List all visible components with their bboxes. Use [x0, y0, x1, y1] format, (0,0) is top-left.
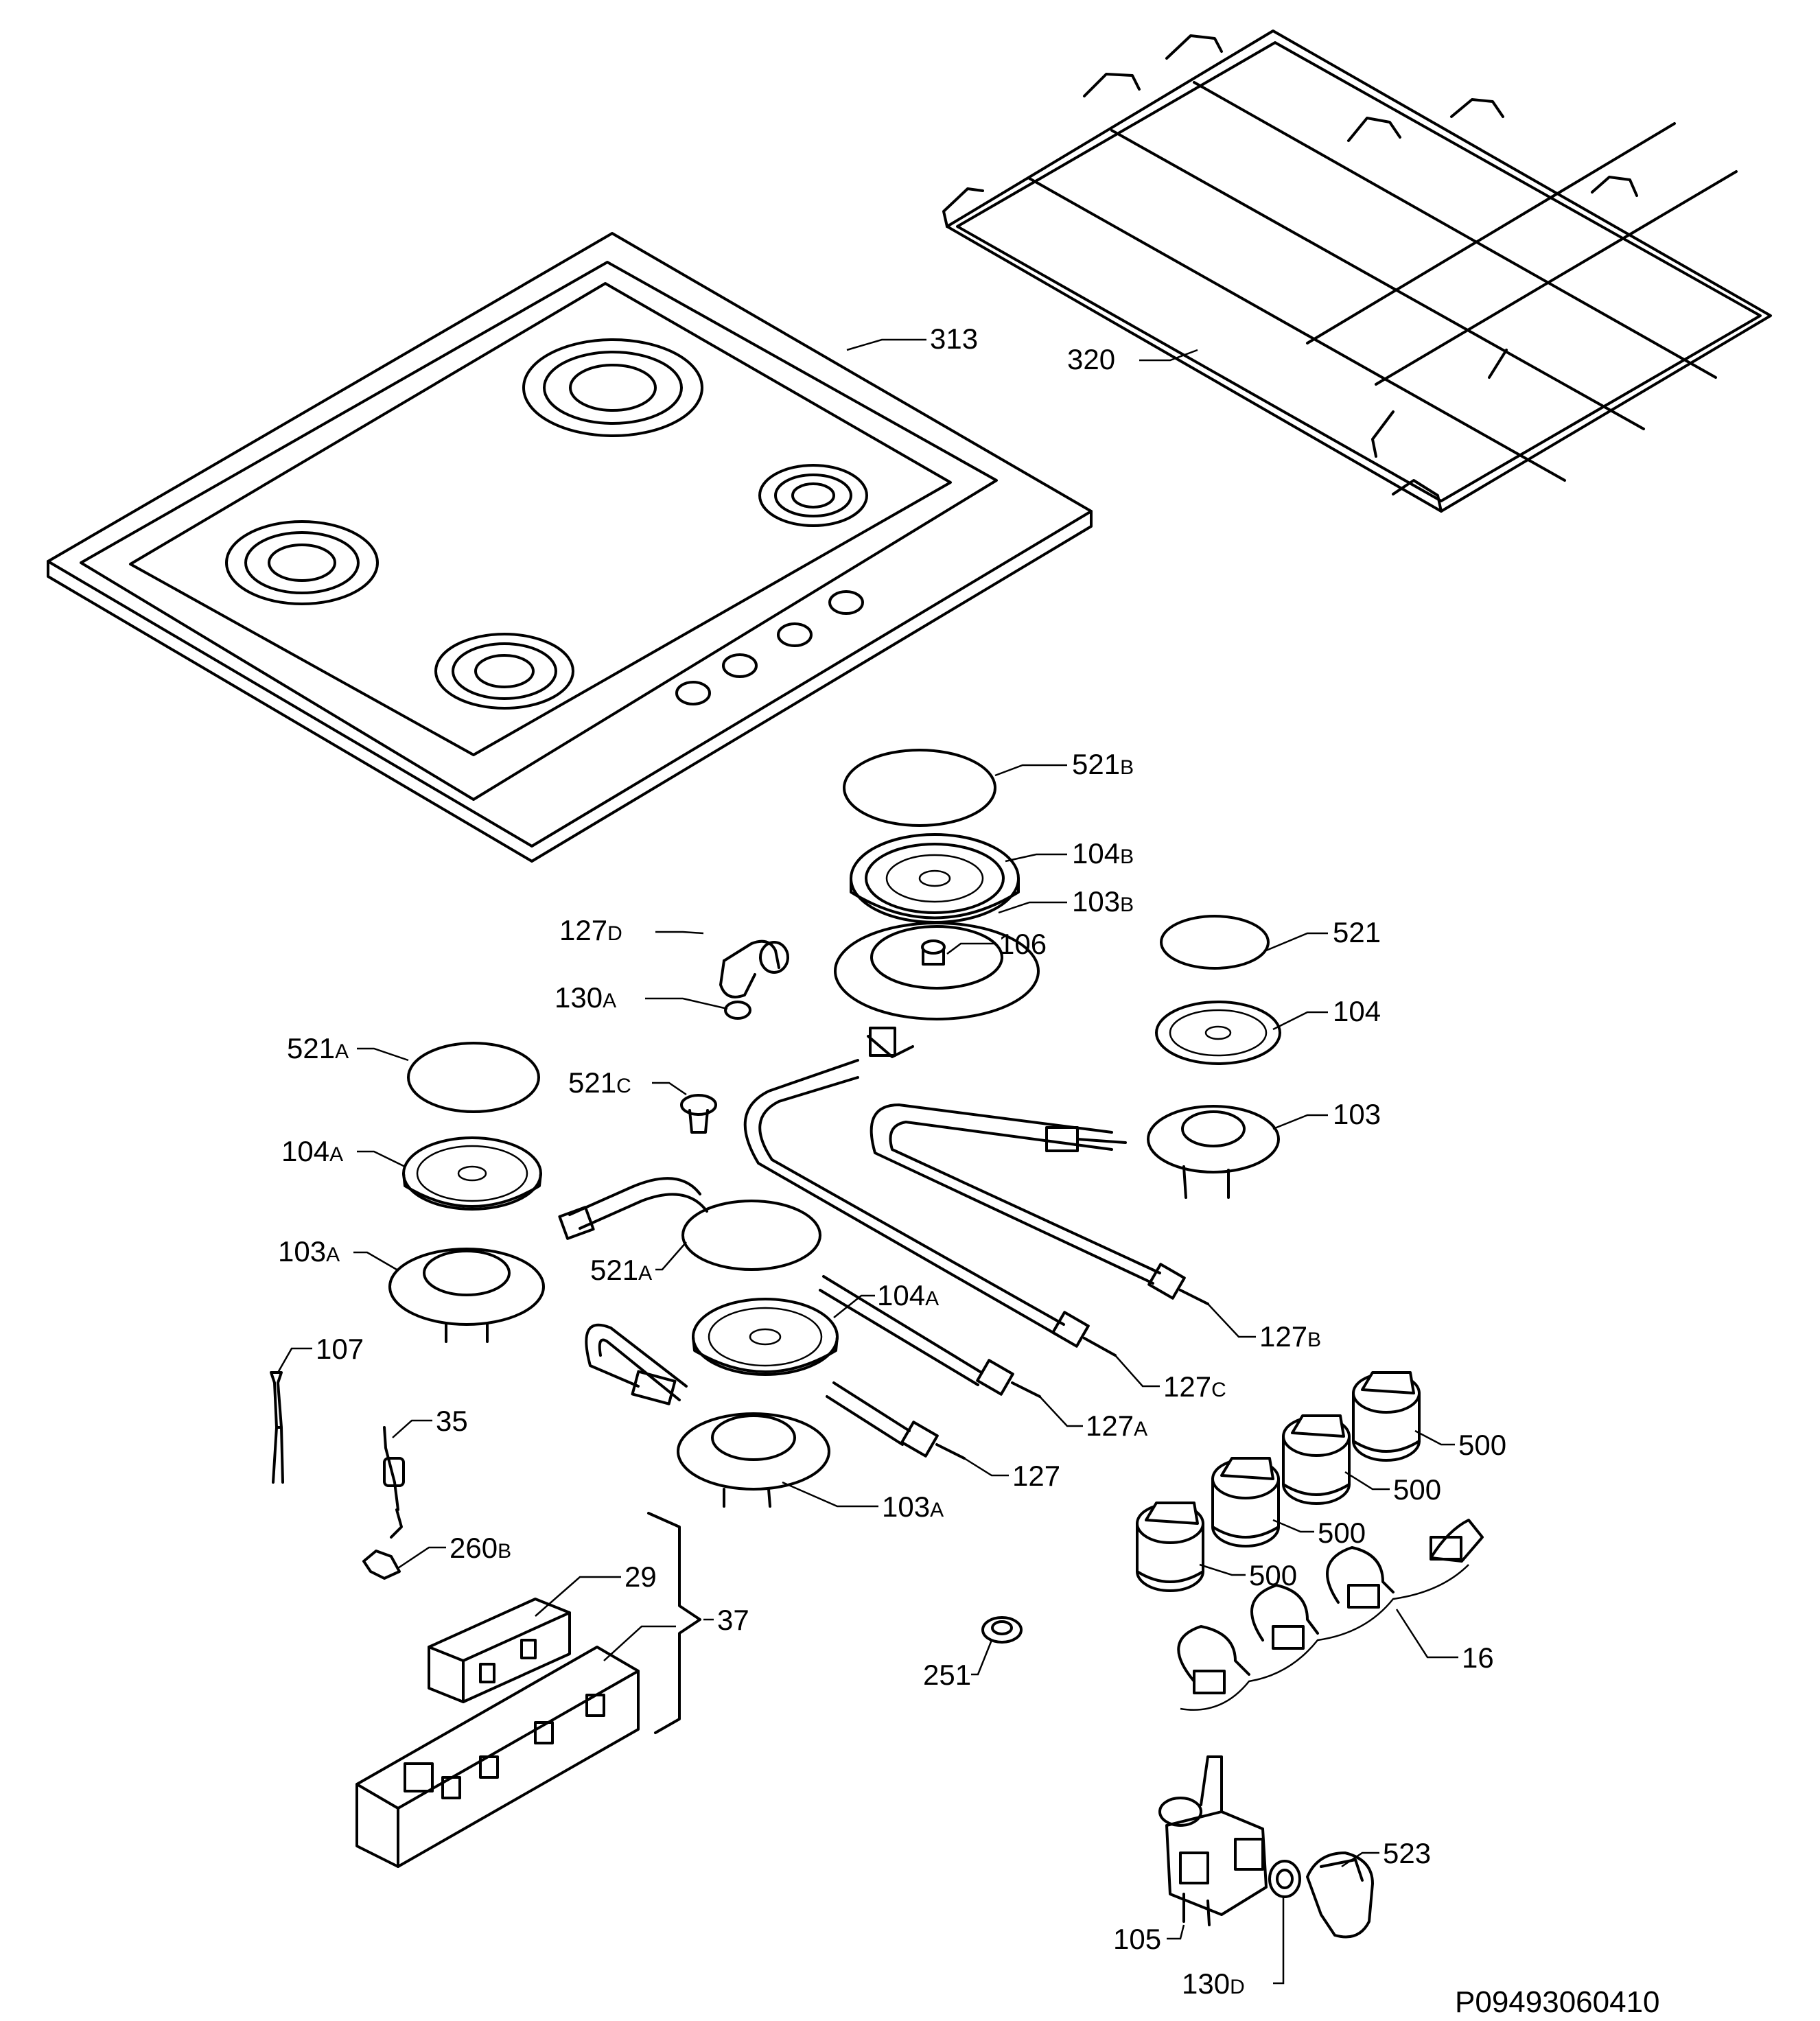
ignition-generator-lower[interactable] [355, 1646, 640, 1868]
control-knob-3[interactable] [1211, 1457, 1280, 1547]
label-104A-front: 104A [877, 1279, 939, 1311]
burner-base-medium-left[interactable] [388, 1248, 545, 1343]
label-130A: 130A [555, 981, 616, 1014]
hob-burner-ring-large [522, 338, 703, 437]
part-labels: 313 320 521B 104B 103B 106 127D 130A 521… [278, 323, 1660, 2019]
hob-top-plate[interactable] [47, 232, 1093, 863]
label-500-4: 500 [1249, 1559, 1297, 1591]
locating-pin[interactable] [680, 1094, 717, 1134]
group-bracket-37 [647, 1512, 701, 1734]
leader-lines [277, 338, 1458, 1985]
retaining-clip[interactable] [1306, 1851, 1374, 1939]
label-107: 107 [316, 1333, 364, 1365]
label-37: 37 [717, 1604, 749, 1636]
label-103B: 103B [1072, 885, 1134, 918]
spring-clip[interactable] [362, 1550, 401, 1580]
gas-pipe-127B[interactable] [870, 1103, 1209, 1305]
label-16: 16 [1462, 1642, 1494, 1674]
hob-burner-ring-right [758, 464, 868, 527]
label-313: 313 [930, 323, 978, 355]
label-103: 103 [1333, 1098, 1381, 1130]
label-521: 521 [1333, 916, 1381, 948]
label-521A-left: 521A [287, 1032, 349, 1064]
pan-support-grid[interactable] [942, 30, 1772, 513]
label-104: 104 [1333, 995, 1381, 1027]
burner-crown-small[interactable] [1155, 1001, 1281, 1065]
label-104B: 104B [1072, 837, 1134, 869]
washer-tap[interactable] [1268, 1860, 1301, 1898]
burner-crown-large[interactable] [850, 833, 1020, 924]
gas-pipe-127A[interactable] [558, 1177, 1041, 1398]
control-knob-holes [675, 590, 864, 705]
label-127A: 127A [1086, 1410, 1147, 1442]
label-106: 106 [999, 928, 1047, 960]
control-knob-4[interactable] [1136, 1502, 1204, 1592]
gas-tap-valve[interactable] [1158, 1755, 1268, 1926]
ignition-generator-upper[interactable] [428, 1598, 571, 1703]
gas-pipe-127C[interactable] [743, 1059, 1117, 1357]
elbow-connector[interactable] [719, 939, 789, 998]
burner-base-medium-front[interactable] [677, 1412, 830, 1508]
label-521A-front: 521A [590, 1254, 652, 1286]
label-127: 127 [1012, 1460, 1060, 1492]
burner-base-small[interactable] [1147, 1105, 1280, 1199]
burner-cap-small[interactable] [1160, 915, 1270, 970]
label-251: 251 [923, 1659, 971, 1691]
label-105: 105 [1113, 1923, 1161, 1955]
hob-burner-ring-front [434, 633, 574, 710]
label-103A-front: 103A [882, 1491, 944, 1523]
injector-large[interactable] [921, 939, 946, 966]
burner-crown-medium-left[interactable] [402, 1136, 542, 1211]
washer-elbow[interactable] [724, 1001, 751, 1020]
label-127C: 127C [1163, 1370, 1226, 1403]
burner-cap-medium-left[interactable] [407, 1042, 540, 1113]
control-knob-2[interactable] [1282, 1414, 1351, 1505]
burner-base-large[interactable] [834, 922, 1040, 1058]
label-103A-left: 103A [278, 1235, 340, 1267]
burner-crown-medium-front[interactable] [692, 1298, 839, 1376]
label-500-2: 500 [1393, 1473, 1441, 1506]
burner-cap-medium-front[interactable] [681, 1200, 821, 1271]
gas-pipe-127[interactable] [585, 1323, 966, 1460]
label-523: 523 [1383, 1837, 1431, 1869]
label-320: 320 [1067, 343, 1115, 375]
label-521C: 521C [568, 1066, 631, 1099]
ignition-switch-harness[interactable] [1177, 1519, 1484, 1711]
label-35: 35 [436, 1405, 468, 1437]
drawing-code: P09493060410 [1455, 1985, 1660, 2019]
label-500-1: 500 [1458, 1429, 1506, 1461]
hob-burner-ring-left [225, 520, 379, 605]
thermocouple[interactable] [270, 1371, 284, 1484]
control-knob-1[interactable] [1352, 1371, 1421, 1462]
label-500-3: 500 [1318, 1517, 1366, 1549]
label-104A-left: 104A [281, 1135, 343, 1167]
label-127D: 127D [559, 914, 622, 946]
label-260B: 260B [450, 1532, 511, 1564]
ignition-electrode[interactable] [383, 1426, 405, 1539]
washer-251[interactable] [981, 1616, 1023, 1644]
label-521B: 521B [1072, 748, 1134, 780]
label-130D: 130D [1182, 1967, 1245, 2000]
burner-cap-large[interactable] [843, 749, 996, 827]
label-29: 29 [625, 1561, 657, 1593]
label-127B: 127B [1259, 1320, 1321, 1353]
